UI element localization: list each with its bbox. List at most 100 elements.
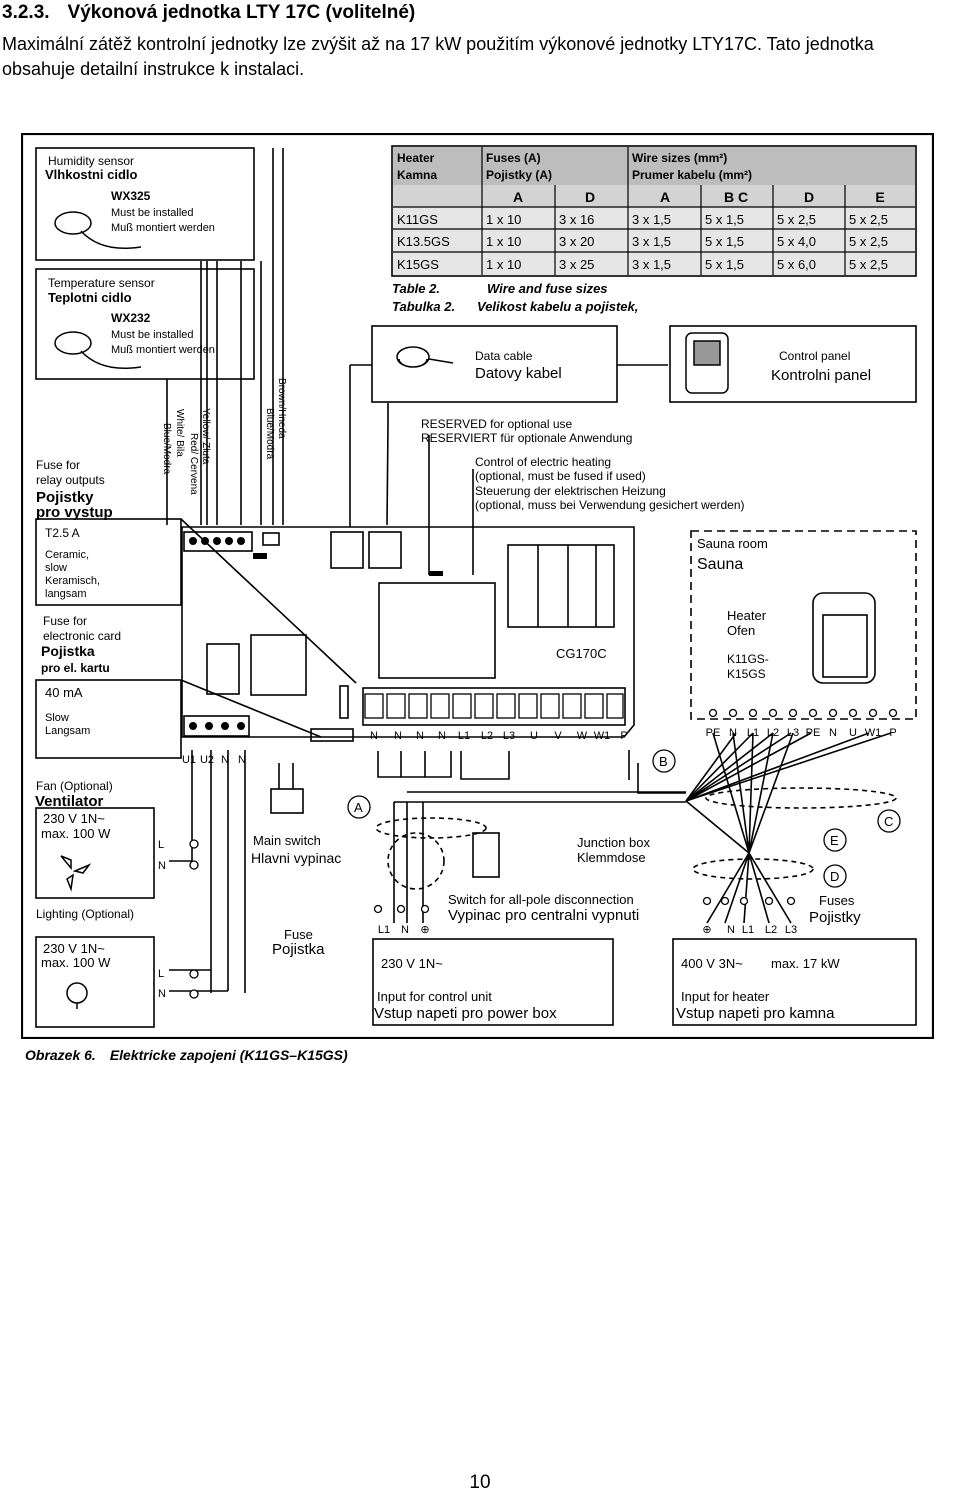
heating-control-en1: Control of electric heating bbox=[475, 455, 611, 469]
humidity-sensor-box bbox=[35, 147, 255, 261]
table-cell: 5 x 2,5 bbox=[777, 212, 816, 227]
control-input-cz: Vstup napeti pro power box bbox=[374, 1005, 557, 1022]
table-fuses-cz: Pojistky (A) bbox=[486, 168, 552, 182]
temperature-sensor-icon bbox=[54, 331, 92, 355]
table-cell: 5 x 2,5 bbox=[849, 257, 888, 272]
terminal-label: W1 bbox=[594, 730, 611, 742]
humidity-sensor-label-en: Humidity sensor bbox=[48, 154, 134, 168]
table-fuses-en: Fuses (A) bbox=[486, 151, 541, 165]
fuse-card-desc1: Slow bbox=[45, 712, 69, 724]
data-cable-label-en: Data cable bbox=[475, 349, 533, 363]
terminal-label: N bbox=[370, 730, 378, 742]
temperature-sensor-model: WX232 bbox=[111, 311, 151, 325]
fuse-label-en: Fuse bbox=[284, 927, 313, 942]
fuse-relay-cz1: Pojistky bbox=[36, 489, 94, 506]
temperature-sensor-note-de: Muß montiert werden bbox=[111, 344, 215, 356]
section-number: 3.2.3. bbox=[2, 2, 50, 23]
fuse-relay-en2: relay outputs bbox=[36, 473, 105, 487]
table-subheader: E bbox=[875, 189, 884, 205]
intro-paragraph: Maximální zátěž kontrolní jednotky lze z… bbox=[2, 32, 960, 82]
lighting-terminal-l: L bbox=[158, 968, 164, 980]
fuse-relay-desc3: Keramisch, bbox=[45, 575, 100, 587]
control-input-terminal: N bbox=[401, 924, 409, 936]
heater-terminal-label: PE bbox=[806, 727, 821, 739]
marker-b-circle bbox=[652, 749, 676, 773]
table-row-heater: K15GS bbox=[397, 257, 439, 272]
heater-input-box bbox=[672, 938, 917, 1026]
fuse-label-cz: Pojistka bbox=[272, 941, 325, 958]
data-cable-box bbox=[371, 325, 618, 403]
table-cell: 5 x 1,5 bbox=[705, 234, 744, 249]
marker-c-circle bbox=[877, 809, 901, 833]
temperature-sensor-label-cz: Teplotni cidlo bbox=[48, 290, 132, 305]
heater-input-max: max. 17 kW bbox=[771, 956, 840, 971]
main-switch-en: Main switch bbox=[253, 833, 321, 848]
wire-label-brown: Brown/Hneda bbox=[276, 378, 287, 439]
temperature-sensor-label-en: Temperature sensor bbox=[48, 276, 155, 290]
fuse-relay-en1: Fuse for bbox=[36, 458, 80, 472]
fan-label-cz: Ventilator bbox=[35, 793, 104, 810]
terminal-label: N bbox=[438, 730, 446, 742]
reserved-en: RESERVED for optional use bbox=[421, 417, 573, 431]
data-cable-icon bbox=[396, 346, 454, 368]
wire-label-red: Red/ Cervena bbox=[188, 433, 199, 495]
control-input-terminal: ⊕ bbox=[420, 924, 429, 936]
heating-control-de2: (optional, muss bei Verwendung gesichert… bbox=[475, 498, 744, 512]
junction-box-en: Junction box bbox=[577, 835, 650, 850]
board-bottom-terminal-label: U2 bbox=[200, 754, 214, 766]
humidity-sensor-note-en: Must be installed bbox=[111, 207, 194, 219]
control-input-box bbox=[372, 938, 614, 1026]
fan-spec-2: max. 100 W bbox=[41, 826, 111, 841]
terminal-label: N bbox=[394, 730, 402, 742]
lighting-terminal-n: N bbox=[158, 988, 166, 1000]
table-cell: 1 x 10 bbox=[486, 212, 521, 227]
table-subheader: D bbox=[804, 189, 814, 205]
table-cell: 5 x 2,5 bbox=[849, 234, 888, 249]
wire-fuse-table-box bbox=[391, 145, 917, 277]
figure-caption-text: Elektricke zapojeni (K11GS–K15GS) bbox=[109, 1047, 348, 1063]
heater-terminal-label: L2 bbox=[767, 727, 779, 739]
table-cell: 1 x 10 bbox=[486, 234, 521, 249]
control-panel-icon bbox=[685, 332, 729, 394]
wire-label-blue-1: Blue/Modra bbox=[264, 408, 275, 460]
table-cell: 1 x 10 bbox=[486, 257, 521, 272]
table-cell: 3 x 16 bbox=[559, 212, 594, 227]
table-row-heater: K13.5GS bbox=[397, 234, 450, 249]
table-cell: 3 x 1,5 bbox=[632, 257, 671, 272]
terminal-label: P bbox=[620, 730, 627, 742]
heater-model-2: K15GS bbox=[727, 667, 766, 681]
table-cell: 3 x 20 bbox=[559, 234, 594, 249]
humidity-sensor-note-de: Muß montiert werden bbox=[111, 222, 215, 234]
lighting-spec-2: max. 100 W bbox=[41, 955, 111, 970]
table-wire-cz: Prumer kabelu (mm²) bbox=[632, 168, 752, 182]
table-cell: 5 x 6,0 bbox=[777, 257, 816, 272]
marker-e: E bbox=[830, 833, 839, 848]
heater-terminal-label: L1 bbox=[747, 727, 759, 739]
table-cell: 5 x 1,5 bbox=[705, 257, 744, 272]
sauna-room-de: Sauna bbox=[697, 556, 743, 573]
table-wire-en: Wire sizes (mm²) bbox=[632, 151, 727, 165]
heater-terminal-label: L3 bbox=[787, 727, 799, 739]
fan-spec-1: 230 V 1N~ bbox=[43, 811, 105, 826]
fan-box bbox=[35, 807, 155, 899]
fuse-relay-rating: T2.5 A bbox=[45, 526, 80, 540]
table-cell: 5 x 4,0 bbox=[777, 234, 816, 249]
table-cell: 5 x 2,5 bbox=[849, 212, 888, 227]
heater-label-en: Heater bbox=[727, 608, 767, 623]
terminal-label: L2 bbox=[481, 730, 493, 742]
table-cell: 3 x 25 bbox=[559, 257, 594, 272]
fuses-label-cz: Pojistky bbox=[809, 909, 861, 926]
heater-input-terminal: N bbox=[727, 924, 735, 936]
fuse-card-en1: Fuse for bbox=[43, 614, 87, 628]
wire-label-white: White/ Bila bbox=[174, 409, 185, 457]
heater-input-en: Input for heater bbox=[681, 989, 770, 1004]
heater-input-spec: 400 V 3N~ bbox=[681, 956, 743, 971]
lighting-spec-1: 230 V 1N~ bbox=[43, 941, 105, 956]
fan-terminal-l: L bbox=[158, 839, 164, 851]
fuse-relay-desc4: langsam bbox=[45, 588, 87, 600]
humidity-sensor-label-cz: Vlhkostni cidlo bbox=[45, 167, 138, 182]
data-cable-label-cz: Datovy kabel bbox=[475, 365, 562, 382]
section-heading: 3.2.3.Výkonová jednotka LTY 17C (volitel… bbox=[2, 2, 415, 24]
table-cell: 3 x 1,5 bbox=[632, 212, 671, 227]
heater-terminal-label: P bbox=[889, 727, 896, 739]
